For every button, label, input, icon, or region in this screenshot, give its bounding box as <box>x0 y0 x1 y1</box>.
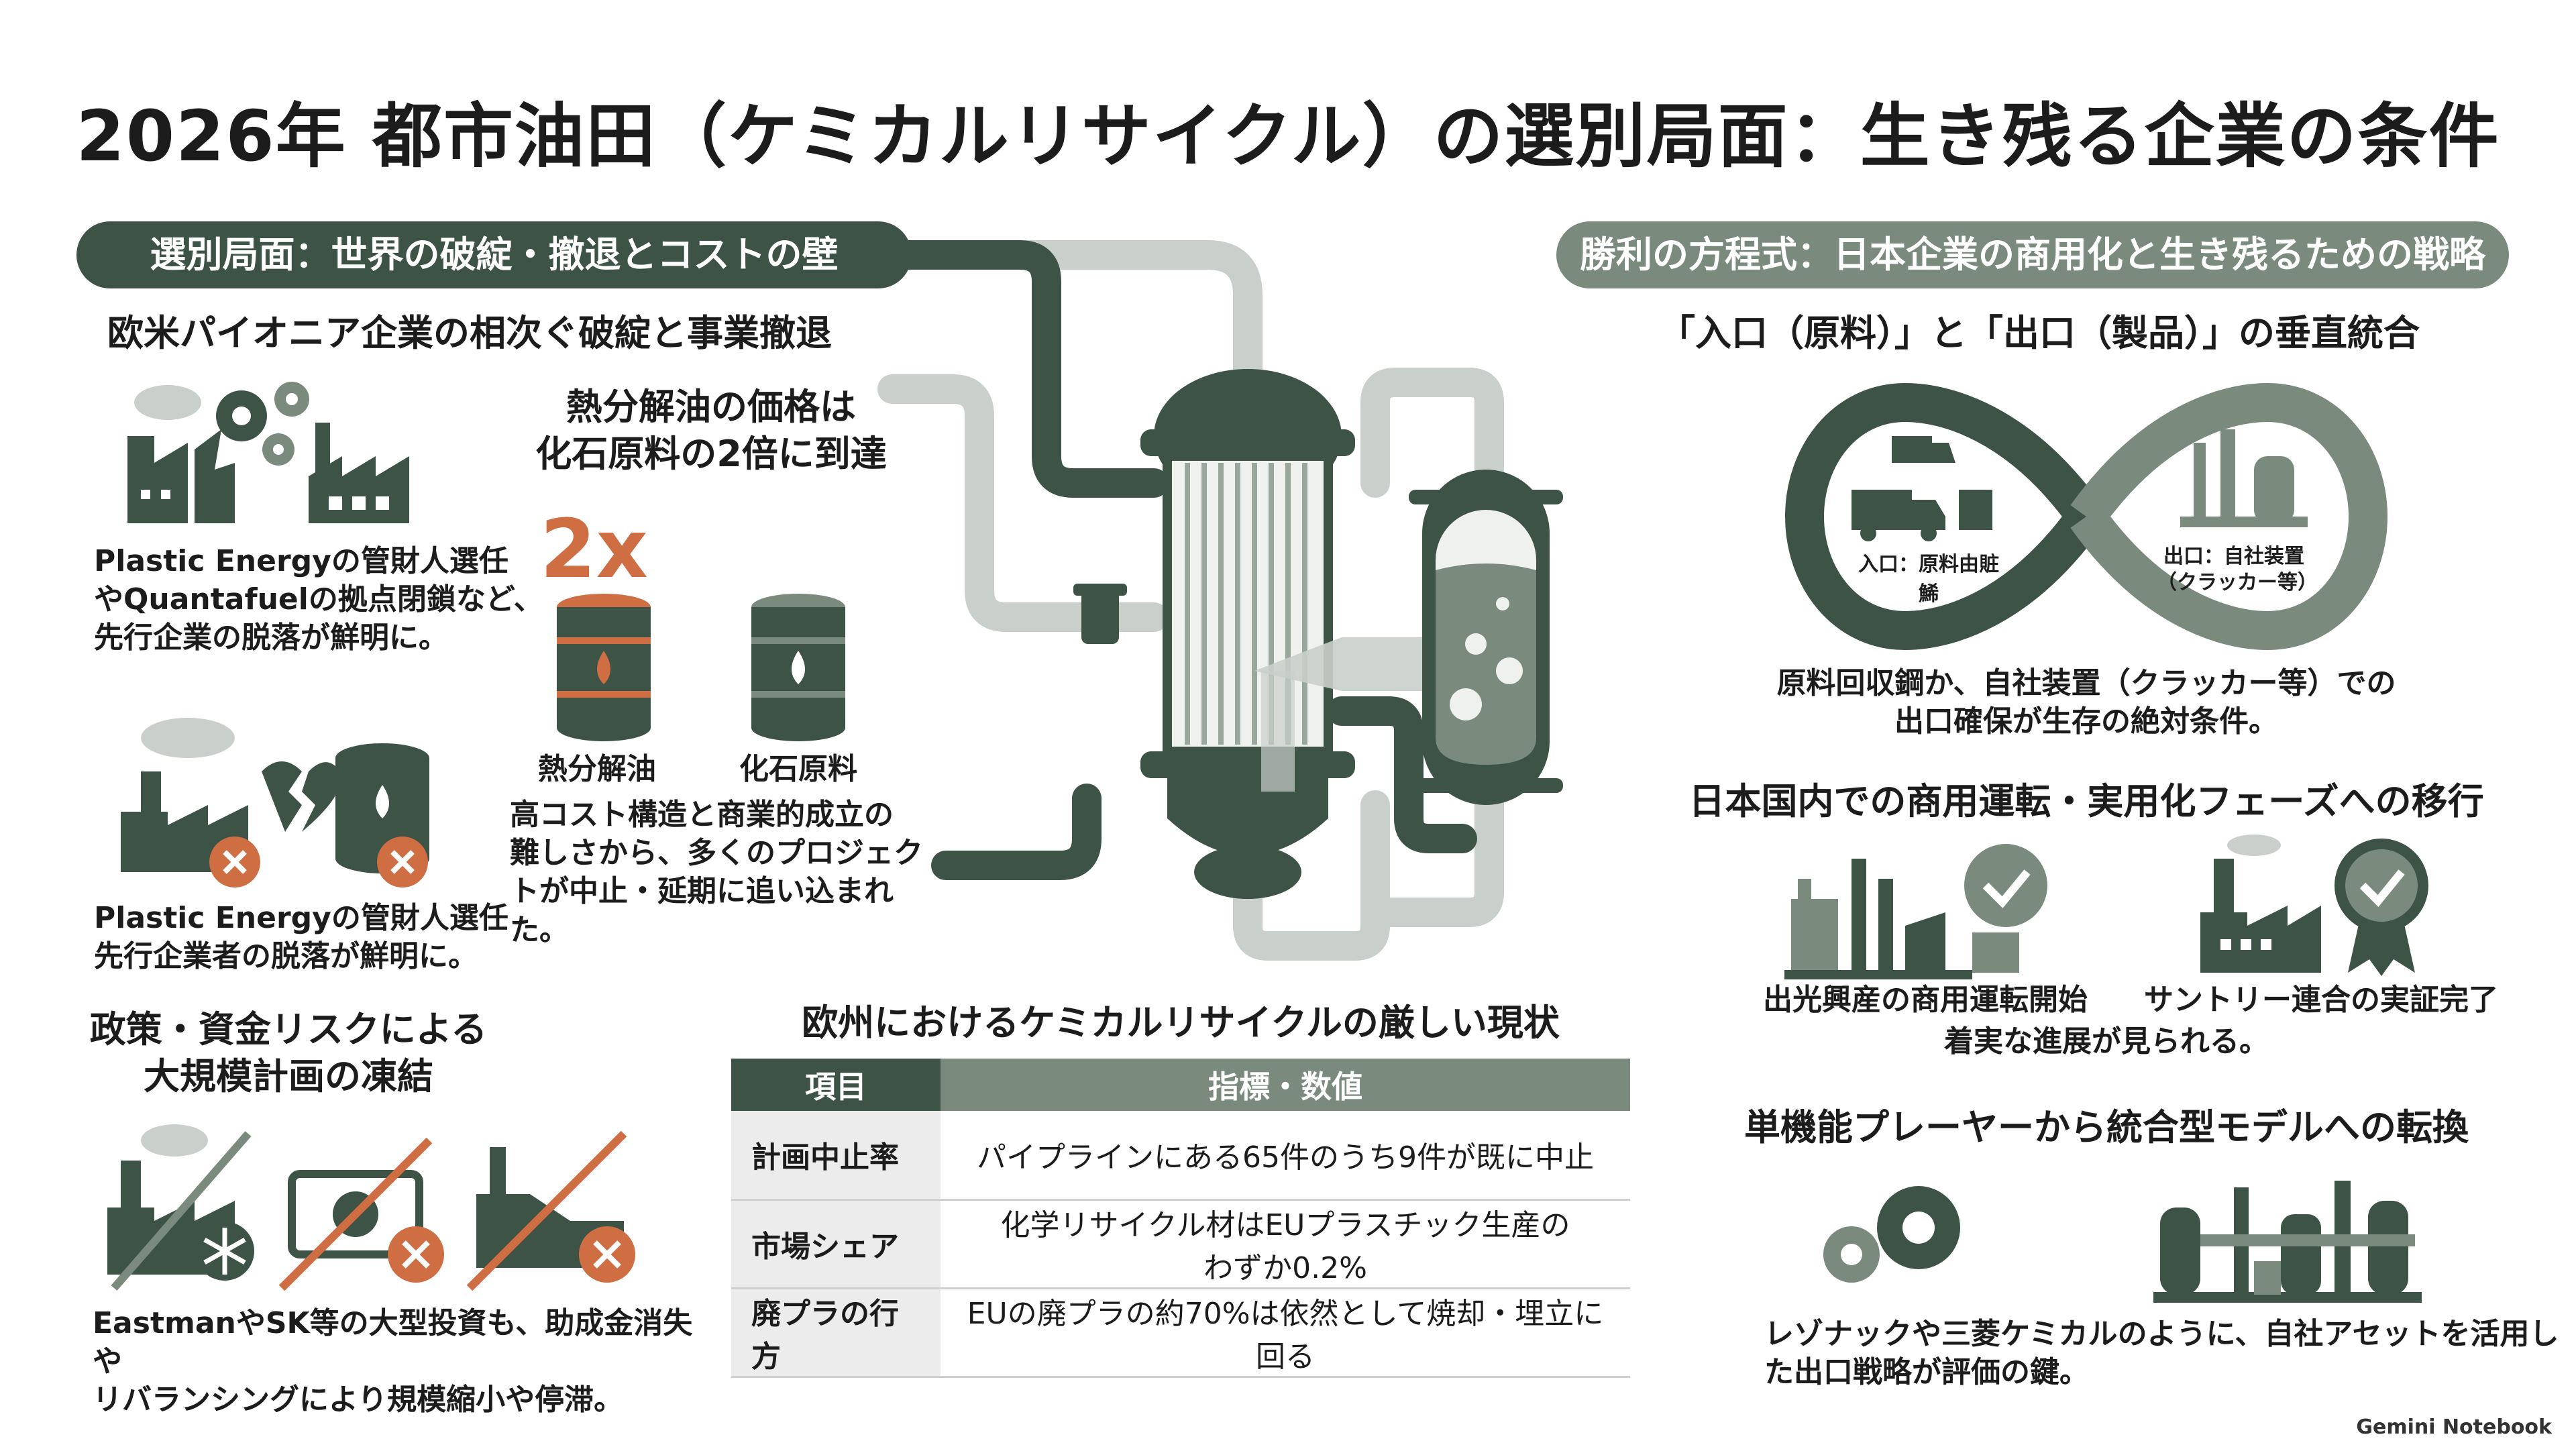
right-section1-heading: 「入口（原料）」と「出口（製品）」の垂直統合 <box>1659 312 2420 354</box>
table-cell-key: 計画中止率 <box>731 1111 941 1201</box>
right-section2-text: 着実な進展が見られる。 <box>1944 1024 2269 1059</box>
left-section1-heading: 欧米パイオニア企業の相次ぐ破綻と事業撤退 <box>107 312 832 354</box>
right-section2-label1: 出光興産の商用運転開始 <box>1763 983 2088 1017</box>
price-heading: 熱分解油の価格は 化石原料の2倍に到達 <box>535 386 887 476</box>
plant-check-icon <box>1784 844 2047 979</box>
table-row: 廃プラの行方 EUの廃プラの約70%は依然として焼却・埋立に回る <box>731 1288 1630 1378</box>
gemini-notebook-logo: Gemini Notebook <box>2356 1415 2552 1439</box>
table-title: 欧州におけるケミカルリサイクルの厳しい現状 <box>802 1002 1560 1044</box>
loop-left-label: 入口：原料由賍鯑 <box>1858 553 1999 606</box>
right-section-header: 勝利の方程式：日本企業の商用化と生き残るための戦略 <box>1556 221 2509 288</box>
left-section-header: 選別局面：世界の破綻・撤退とコストの壁 <box>76 221 912 288</box>
barrel1-label: 熱分解油 <box>538 752 656 786</box>
table-row: 市場シェア 化学リサイクル材はEUプラスチック生産の わずか0.2% <box>731 1199 1630 1289</box>
right-section2-heading: 日本国内での商用運転・実用化フェーズへの移行 <box>1688 780 2484 822</box>
loop-right-label: 出口：自社装置 （クラッカー等） <box>2157 545 2318 594</box>
table-cell-value: パイプラインにある65件のうち9件が既に中止 <box>941 1111 1630 1201</box>
integrated-plant-icon <box>2153 1181 2422 1303</box>
page-title: 2026年 都市油田（ケミカルリサイクル）の選別局面：生き残る企業の条件 <box>76 95 2500 177</box>
table-header-value: 指標・数値 <box>941 1059 1630 1111</box>
factory-award-icon <box>2200 835 2428 976</box>
table-cell-key: 廃プラの行方 <box>731 1288 941 1378</box>
right-section3-heading: 単機能プレーヤーから統合型モデルへの転換 <box>1744 1106 2469 1148</box>
table-row: 計画中止率 パイプラインにある65件のうち9件が既に中止 <box>731 1111 1630 1201</box>
barrel2-label: 化石原料 <box>739 752 857 786</box>
oil-barrels-icon <box>557 594 845 741</box>
left-section1b-text: Plastic Energyの管財人選任 先行企業者の脱落が鮮明に。 <box>94 901 508 974</box>
table-cell-value: 化学リサイクル材はEUプラスチック生産の わずか0.2% <box>941 1199 1630 1289</box>
left-section1-text: Plastic Energyの管財人選任 やQuantafuelの拠点閉鎖など、… <box>94 544 543 655</box>
frozen-investments-icons <box>107 1124 635 1291</box>
table-header-row: 項目 指標・数値 <box>731 1059 1630 1111</box>
table-cell-value: EUの廃プラの約70%は依然として焼却・埋立に回る <box>941 1288 1630 1378</box>
price-text: 高コスト構造と商業的成立の 難しさから、多くのプロジェク トが中止・延期に追い込… <box>510 798 923 947</box>
right-section3-text: レゾナックや三菱ケミカルのように、自社アセットを活用し た出口戦略が評価の鍵。 <box>1764 1317 2559 1390</box>
right-section1-text: 原料回収鋼か、自社装置（クラッカー等）での 出口確保が生存の絶対条件。 <box>1776 666 2396 739</box>
gears-icon <box>1823 1186 1960 1283</box>
broken-factory-gears-icon <box>127 382 409 523</box>
table-header-item: 項目 <box>731 1059 941 1111</box>
left-section2-heading: 政策・資金リスクによる 大規模計画の凍結 <box>89 1008 488 1098</box>
infinity-loop-diagram <box>1784 382 2388 651</box>
broken-heart-factory-icon <box>121 718 429 888</box>
right-section2-label2: サントリー連合の実証完了 <box>2144 983 2498 1017</box>
price-multiplier: 2x <box>540 503 648 596</box>
table-cell-key: 市場シェア <box>731 1199 941 1289</box>
status-table: 項目 指標・数値 計画中止率 パイプラインにある65件のうち9件が既に中止 市場… <box>731 1059 1630 1378</box>
left-section2-text: EastmanやSK等の大型投資も、助成金消失や リバランシングにより規模縮小や… <box>93 1306 693 1417</box>
